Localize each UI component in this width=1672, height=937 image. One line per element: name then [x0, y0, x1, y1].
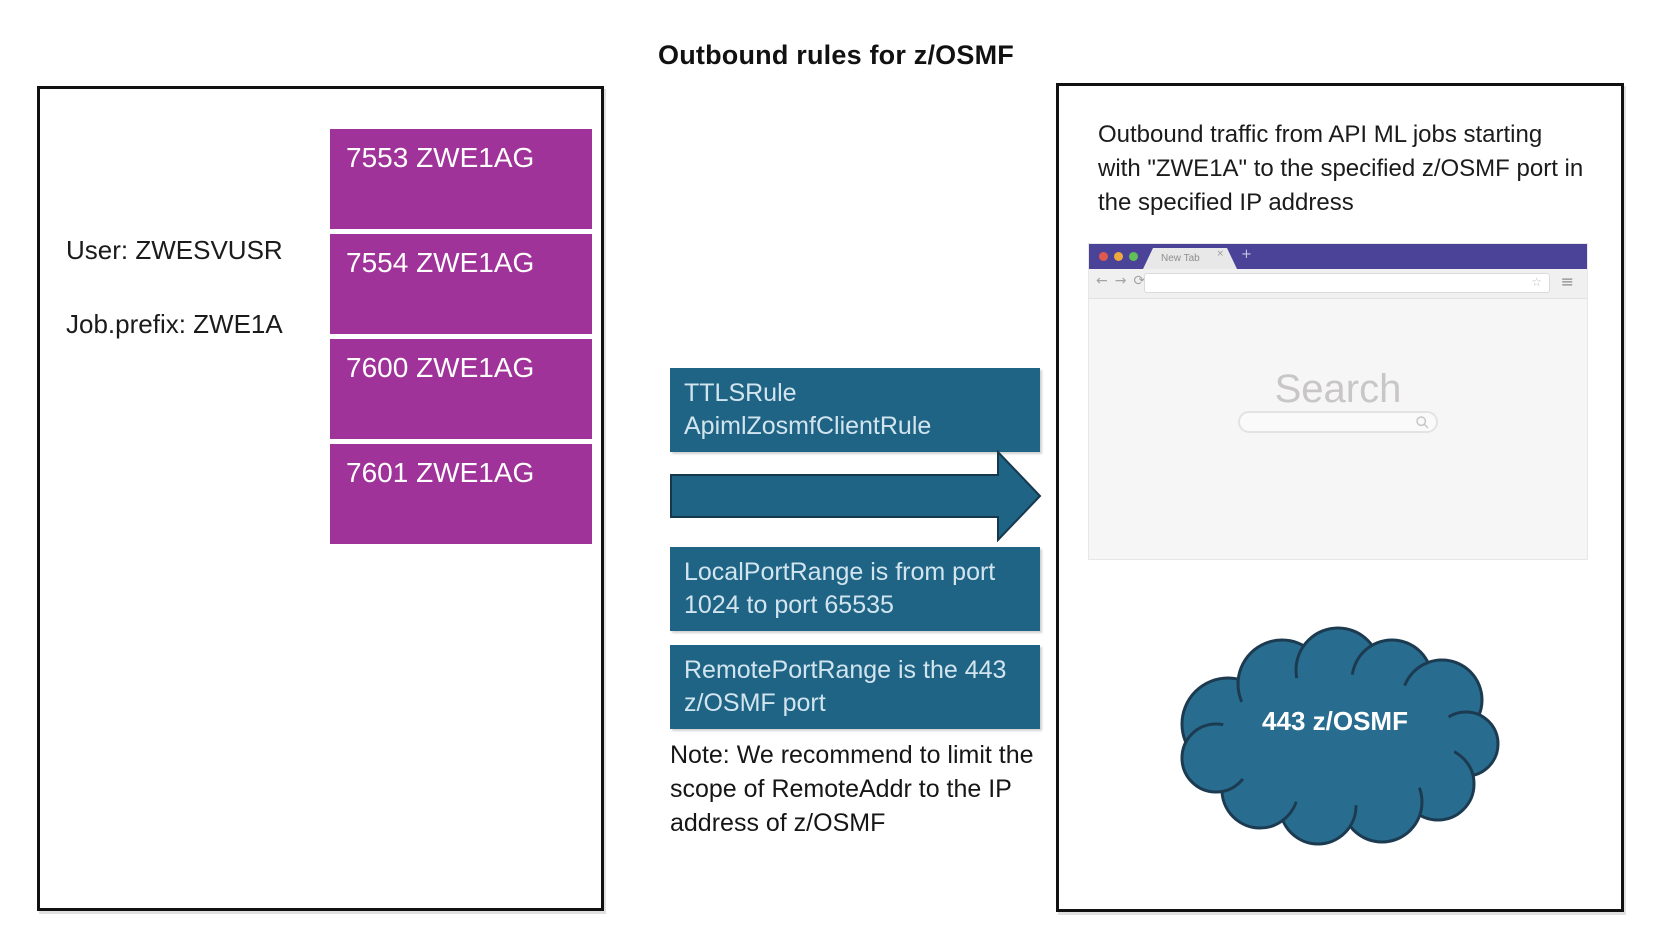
nav-icons: ← → ⟳	[1096, 273, 1145, 289]
caption-line: the specified IP address	[1098, 189, 1354, 217]
ttls-rule-box: TTLSRule ApimlZosmfClientRule	[670, 368, 1040, 452]
search-input[interactable]	[1238, 411, 1438, 433]
note-line: scope of RemoteAddr to the IP	[670, 775, 1012, 803]
browser-page: Search	[1089, 299, 1587, 559]
window-controls	[1099, 252, 1138, 261]
remote-port-range-box: RemotePortRange is the 443 z/OSMF port	[670, 645, 1040, 729]
port-box-7601: 7601 ZWE1AG	[330, 444, 592, 544]
browser-titlebar: New Tab × +	[1089, 244, 1587, 269]
tab-close-icon[interactable]: ×	[1216, 249, 1224, 259]
port-box-7553: 7553 ZWE1AG	[330, 129, 592, 229]
port-box-7554: 7554 ZWE1AG	[330, 234, 592, 334]
maximize-window-icon[interactable]	[1129, 252, 1138, 261]
address-bar[interactable]: ☆	[1144, 273, 1550, 293]
remote-addr-note: Note: We recommend to limit the scope of…	[670, 738, 1034, 840]
close-window-icon[interactable]	[1099, 252, 1108, 261]
ttls-rule-line: TTLSRule	[684, 379, 797, 407]
bookmark-star-icon[interactable]: ☆	[1531, 275, 1542, 289]
caption-line: with "ZWE1A" to the specified z/OSMF por…	[1098, 155, 1584, 183]
local-port-range-box: LocalPortRange is from port 1024 to port…	[670, 547, 1040, 631]
new-tab-icon[interactable]: +	[1241, 247, 1252, 262]
port-box-stack: 7553 ZWE1AG 7554 ZWE1AG 7600 ZWE1AG 7601…	[330, 129, 592, 549]
flow-arrow-icon	[670, 450, 1042, 542]
note-line: address of z/OSMF	[670, 809, 886, 837]
menu-icon[interactable]: ≡	[1560, 272, 1574, 291]
user-label: User: ZWESVUSR	[66, 235, 283, 265]
reload-icon[interactable]: ⟳	[1133, 273, 1146, 289]
back-icon[interactable]: ←	[1096, 273, 1108, 289]
forward-icon[interactable]: →	[1114, 273, 1127, 289]
caption-line: Outbound traffic from API ML jobs starti…	[1098, 121, 1543, 148]
search-magnifier-icon	[1416, 416, 1429, 429]
browser-mockup: New Tab × + ← → ⟳ ☆ ≡ Search	[1088, 243, 1588, 560]
diagram-title: Outbound rules for z/OSMF	[658, 40, 1014, 70]
cloud-port-label: 443 z/OSMF	[1262, 706, 1408, 736]
job-prefix-label: Job.prefix: ZWE1A	[66, 309, 283, 339]
outbound-traffic-caption: Outbound traffic from API ML jobs starti…	[1098, 118, 1583, 220]
tab-title: New Tab	[1161, 253, 1200, 264]
ttls-rule-line: ApimlZosmfClientRule	[684, 412, 932, 440]
cloud-shape	[1180, 626, 1500, 846]
zosmf-cloud: 443 z/OSMF	[1170, 612, 1500, 850]
port-box-7600: 7600 ZWE1AG	[330, 339, 592, 439]
browser-tab[interactable]: New Tab ×	[1143, 248, 1237, 269]
note-line: Note: We recommend to limit the	[670, 741, 1034, 769]
minimize-window-icon[interactable]	[1114, 252, 1123, 261]
browser-toolbar: ← → ⟳ ☆ ≡	[1089, 269, 1587, 299]
search-page-title: Search	[1274, 367, 1402, 411]
